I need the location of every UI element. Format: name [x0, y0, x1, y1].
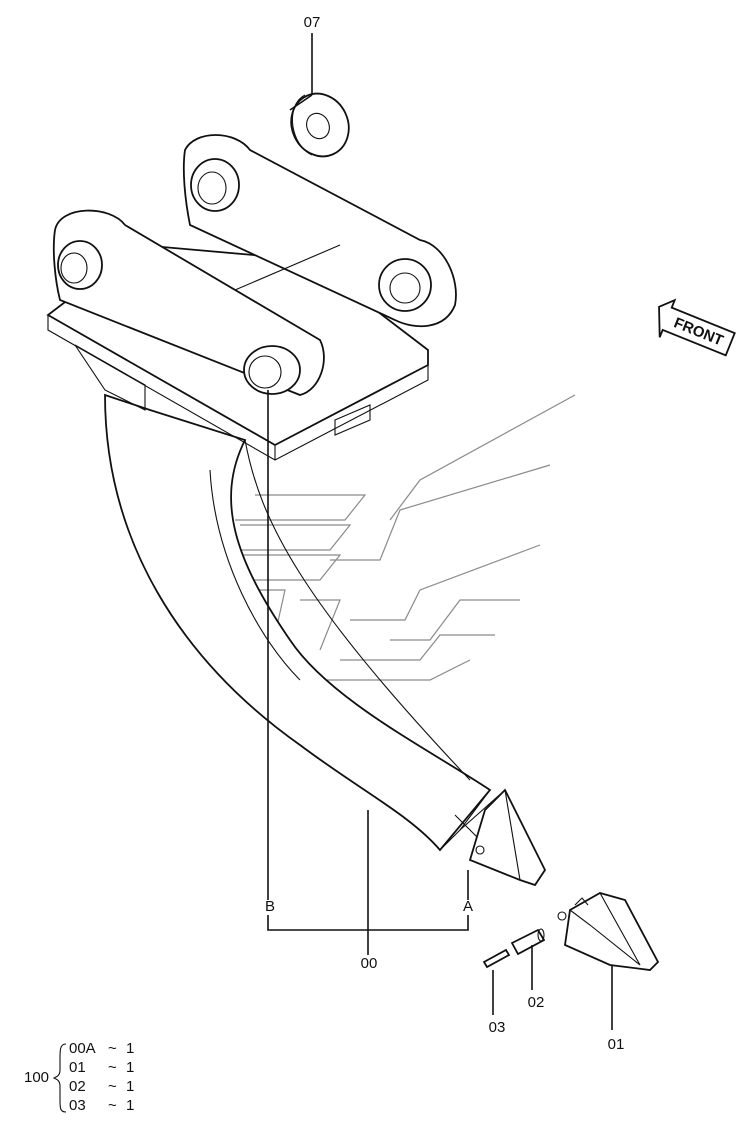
parts-group-number: 100 — [24, 1069, 49, 1086]
parts-row-code: 00A — [69, 1040, 96, 1057]
washer-part — [290, 92, 350, 158]
parts-row-sep: ~ — [108, 1059, 117, 1076]
parts-row-sep: ~ — [108, 1078, 117, 1095]
parts-row-qty: 1 — [126, 1078, 134, 1095]
parts-row: 01 ~ 1 — [69, 1059, 134, 1076]
tooth-point-part — [557, 892, 660, 971]
parts-row-qty: 1 — [126, 1097, 134, 1114]
front-arrow-icon: FRONT — [658, 298, 736, 357]
callout-03: 03 — [489, 1019, 506, 1036]
callout-a: A — [463, 898, 473, 915]
leader-lines — [267, 33, 613, 1030]
callout-02: 02 — [528, 994, 545, 1011]
parts-row-code: 03 — [69, 1097, 86, 1114]
parts-row-code: 01 — [69, 1059, 86, 1076]
parts-row: 00A ~ 1 — [69, 1040, 134, 1057]
parts-table: 100 00A ~ 1 01 ~ 1 02 ~ 1 03 ~ 1 — [24, 1040, 134, 1114]
callout-01: 01 — [608, 1036, 625, 1053]
ripper-shank — [104, 393, 547, 887]
pin-part — [510, 928, 546, 956]
parts-row-qty: 1 — [126, 1040, 134, 1057]
lock-part — [482, 948, 511, 969]
parts-row: 03 ~ 1 — [69, 1097, 134, 1114]
parts-row-sep: ~ — [108, 1097, 117, 1114]
callout-00: 00 — [361, 955, 378, 972]
parts-row-sep: ~ — [108, 1040, 117, 1057]
parts-row-qty: 1 — [126, 1059, 134, 1076]
parts-row-code: 02 — [69, 1078, 86, 1095]
parts-row: 02 ~ 1 — [69, 1078, 134, 1095]
callout-b: B — [265, 898, 275, 915]
callout-07: 07 — [304, 14, 321, 31]
ripper-bracket — [46, 134, 457, 461]
